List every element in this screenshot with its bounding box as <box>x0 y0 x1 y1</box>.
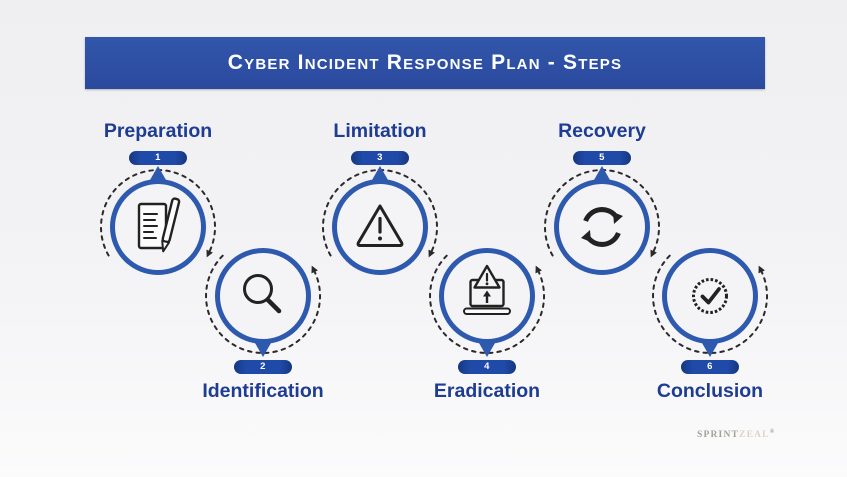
brand-watermark-secondary: ZEAL <box>739 430 770 441</box>
refresh-arrows-icon <box>581 207 623 247</box>
brand-watermark: SPRINTZEAL® <box>697 429 774 440</box>
step-number-badge: 5 <box>573 151 631 165</box>
title-banner: Cyber Incident Response Plan - Steps <box>85 37 765 89</box>
step-number-badge: 6 <box>681 360 739 374</box>
page-title: Cyber Incident Response Plan - Steps <box>227 51 623 74</box>
circle-pointer-notch <box>150 166 166 180</box>
document-pencil-icon <box>137 197 181 253</box>
step-recovery: Recovery 5 <box>522 112 682 412</box>
step-circle <box>645 231 775 361</box>
step-circle <box>537 162 667 292</box>
step-number-badge: 3 <box>351 151 409 165</box>
step-ring <box>662 248 758 344</box>
circle-pointer-notch <box>255 343 271 357</box>
dashed-arrow-arc <box>322 169 439 258</box>
step-limitation: Limitation 3 <box>300 112 460 412</box>
step-label: Conclusion <box>656 380 764 402</box>
dashed-arrow-arc <box>429 254 546 354</box>
step-label: Eradication <box>433 380 541 402</box>
laptop-warning-icon <box>463 264 511 315</box>
step-number-badge: 4 <box>458 360 516 374</box>
dashed-arrow-arc <box>205 254 322 354</box>
step-circle <box>93 162 223 292</box>
brand-watermark-primary: SPRINT <box>697 430 740 441</box>
dashed-arrow-arc <box>652 254 769 354</box>
warning-triangle-icon <box>356 204 404 247</box>
step-ring <box>554 179 650 275</box>
circle-pointer-notch <box>594 166 610 180</box>
step-preparation: Preparation 1 <box>78 112 238 412</box>
step-number-badge: 2 <box>234 360 292 374</box>
circle-pointer-notch <box>702 343 718 357</box>
circle-pointer-notch <box>479 343 495 357</box>
registered-mark: ® <box>769 429 775 435</box>
circle-pointer-notch <box>372 166 388 180</box>
step-ring <box>215 248 311 344</box>
step-identification: Identification 2 <box>183 112 343 412</box>
step-circle <box>198 231 328 361</box>
step-conclusion: Conclusion 6 <box>630 112 790 412</box>
step-circle <box>315 162 445 292</box>
step-label: Limitation <box>333 120 427 142</box>
step-number-badge: 1 <box>129 151 187 165</box>
step-label: Recovery <box>558 120 646 142</box>
step-label: Preparation <box>103 120 213 142</box>
dashed-arrow-arc <box>100 169 217 258</box>
seal-check-icon <box>692 278 728 314</box>
step-eradication: Eradication 4 <box>407 112 567 412</box>
step-circle <box>422 231 552 361</box>
step-label: Identification <box>202 380 324 402</box>
magnifier-icon <box>243 274 282 314</box>
dashed-arrow-arc <box>544 169 661 258</box>
